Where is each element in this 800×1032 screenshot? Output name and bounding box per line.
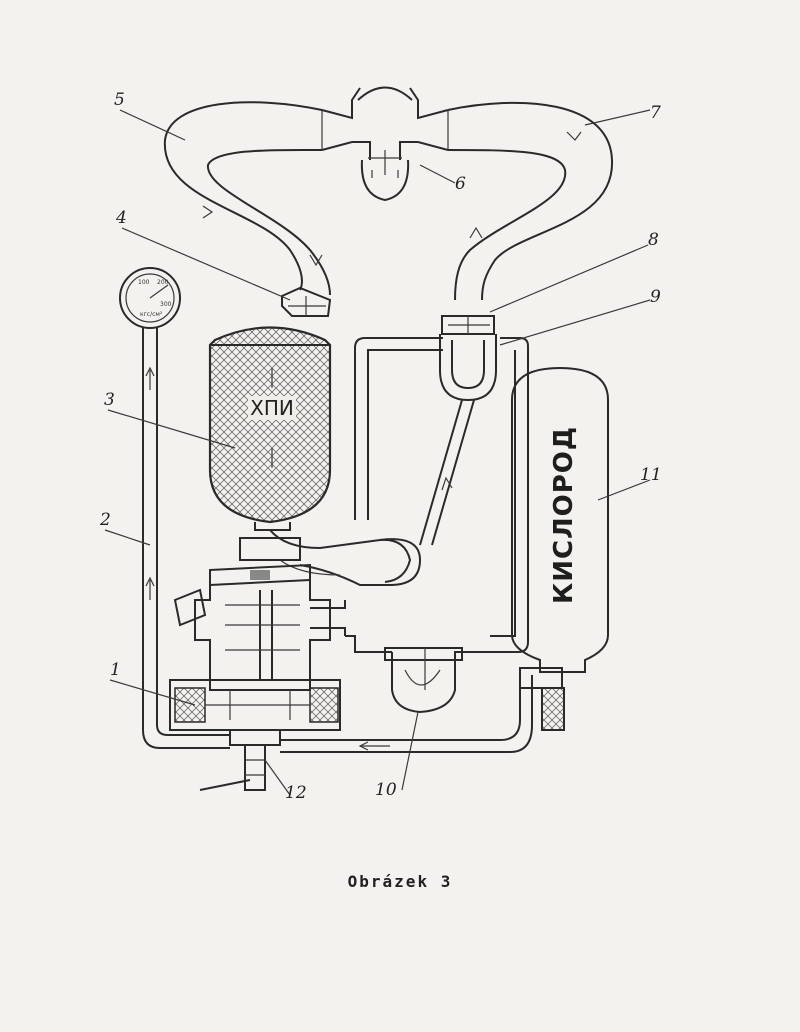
svg-text:4: 4 [115, 208, 127, 228]
svg-text:3: 3 [104, 390, 115, 410]
mouthpiece [321, 86, 449, 202]
svg-text:кгс/см²: кгс/см² [140, 311, 163, 318]
inhalation-hose [163, 101, 331, 296]
callout-10: 10 [375, 711, 419, 800]
svg-text:11: 11 [640, 465, 662, 485]
svg-text:2: 2 [99, 510, 111, 530]
pressure-relief-valve [345, 635, 490, 714]
svg-text:12: 12 [285, 783, 307, 803]
callout-5: 5 [114, 90, 186, 141]
svg-text:6: 6 [455, 174, 466, 194]
oxygen-supply-line [280, 675, 533, 753]
svg-text:КИСЛОРОД: КИСЛОРОД [549, 426, 579, 604]
svg-text:ХПИ: ХПИ [250, 396, 294, 420]
oxygen-cylinder: КИСЛОРОД [511, 366, 609, 731]
callout-1: 1 [109, 660, 196, 706]
pressure-line [142, 328, 230, 749]
svg-text:8: 8 [648, 230, 659, 250]
absorber-canister: ХПИ [208, 326, 332, 531]
callout-8: 8 [489, 230, 659, 313]
figure-caption: Obrázek 3 [347, 872, 453, 891]
callout-3: 3 [104, 390, 236, 449]
callout-7: 7 [584, 103, 661, 126]
svg-text:300: 300 [160, 301, 172, 308]
svg-text:5: 5 [114, 90, 125, 110]
callout-9: 9 [499, 287, 661, 346]
inhalation-valve [281, 286, 332, 317]
svg-text:100: 100 [138, 279, 150, 286]
svg-text:200: 200 [157, 279, 169, 286]
bag-chamber [419, 334, 497, 546]
callout-12: 12 [264, 759, 307, 803]
flow-arrows [202, 131, 582, 491]
exhalation-valve [441, 315, 495, 335]
callout-6: 6 [419, 164, 466, 194]
svg-text:1: 1 [110, 660, 121, 680]
exhalation-hose [447, 101, 614, 301]
callout-2: 2 [99, 510, 151, 546]
callout-11: 11 [597, 465, 662, 501]
callout-4: 4 [115, 208, 291, 301]
elbow-connector [269, 529, 422, 586]
svg-text:7: 7 [650, 103, 661, 123]
pressure-reducer [169, 537, 346, 791]
svg-text:10: 10 [375, 780, 397, 800]
pressure-gauge: 100 200 300 кгс/см² [119, 267, 181, 329]
svg-text:9: 9 [650, 287, 661, 307]
